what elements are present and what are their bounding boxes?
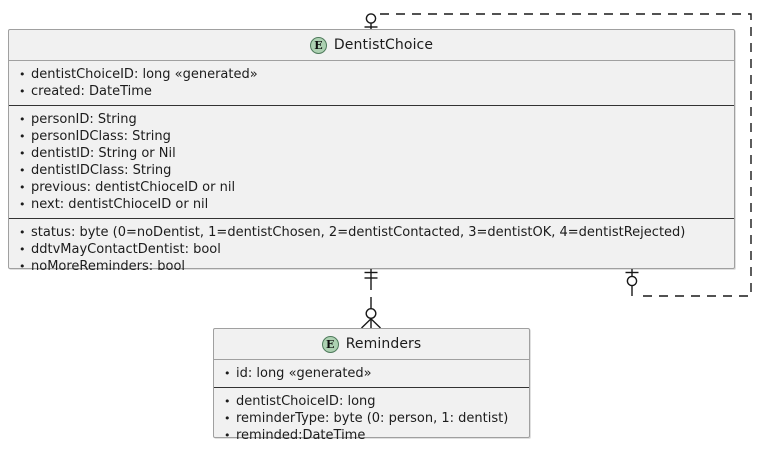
attribute-row: reminded:DateTime — [214, 427, 529, 444]
cardinality-zero-or-one-top-circle — [365, 13, 377, 24]
attribute-label: previous: dentistChioceID or nil — [31, 180, 236, 195]
attribute-row: previous: dentistChioceID or nil — [9, 179, 734, 196]
attribute-row: noMoreReminders: bool — [9, 258, 734, 275]
attribute-row: personID: String — [9, 111, 734, 128]
cardinality-zero-or-many-circle — [365, 308, 377, 320]
attribute-label: dentistIDClass: String — [31, 163, 172, 178]
attribute-label: created: DateTime — [31, 84, 152, 99]
attribute-label: dentistChoiceID: long — [236, 394, 376, 409]
compartment-status: status: byte (0=noDentist, 1=dentistChos… — [9, 218, 734, 280]
class-title-reminders: E Reminders — [214, 329, 529, 360]
attribute-label: reminderType: byte (0: person, 1: dentis… — [236, 411, 509, 426]
attribute-row: reminderType: byte (0: person, 1: dentis… — [214, 410, 529, 427]
cardinality-crowsfoot-legs — [361, 317, 381, 329]
attribute-label: reminded:DateTime — [236, 428, 366, 443]
attribute-label: ddtvMayContactDentist: bool — [31, 242, 221, 257]
class-name-label: Reminders — [345, 336, 422, 352]
attribute-label: personIDClass: String — [31, 129, 171, 144]
attribute-label: id: long «generated» — [236, 366, 372, 381]
compartment-details: dentistChoiceID: long reminderType: byte… — [214, 387, 529, 449]
attribute-row: created: DateTime — [9, 83, 734, 100]
class-box-reminders[interactable]: E Reminders id: long «generated» dentist… — [213, 328, 530, 444]
attribute-row: dentistChoiceID: long — [214, 393, 529, 410]
attribute-row: status: byte (0=noDentist, 1=dentistChos… — [9, 224, 734, 241]
compartment-references: personID: String personIDClass: String d… — [9, 105, 734, 218]
attribute-row: dentistIDClass: String — [9, 162, 734, 179]
attribute-row: ddtvMayContactDentist: bool — [9, 241, 734, 258]
compartment-identity: id: long «generated» — [214, 360, 529, 387]
class-title-dentistchoice: E DentistChoice — [9, 30, 734, 61]
attribute-label: status: byte (0=noDentist, 1=dentistChos… — [31, 225, 686, 240]
attribute-label: noMoreReminders: bool — [31, 259, 186, 274]
compartment-identity: dentistChoiceID: long «generated» create… — [9, 61, 734, 105]
entity-icon: E — [309, 36, 327, 54]
attribute-row: next: dentistChioceID or nil — [9, 196, 734, 213]
class-name-label: DentistChoice — [333, 37, 434, 53]
class-box-dentistchoice[interactable]: E DentistChoice dentistChoiceID: long «g… — [8, 29, 735, 275]
attribute-row: dentistID: String or Nil — [9, 145, 734, 162]
attribute-label: personID: String — [31, 112, 137, 127]
attribute-label: dentistID: String or Nil — [31, 146, 176, 161]
attribute-row: id: long «generated» — [214, 365, 529, 382]
attribute-row: dentistChoiceID: long «generated» — [9, 66, 734, 83]
entity-icon: E — [321, 335, 339, 353]
attribute-label: dentistChoiceID: long «generated» — [31, 67, 258, 82]
attribute-row: personIDClass: String — [9, 128, 734, 145]
attribute-label: next: dentistChioceID or nil — [31, 197, 209, 212]
